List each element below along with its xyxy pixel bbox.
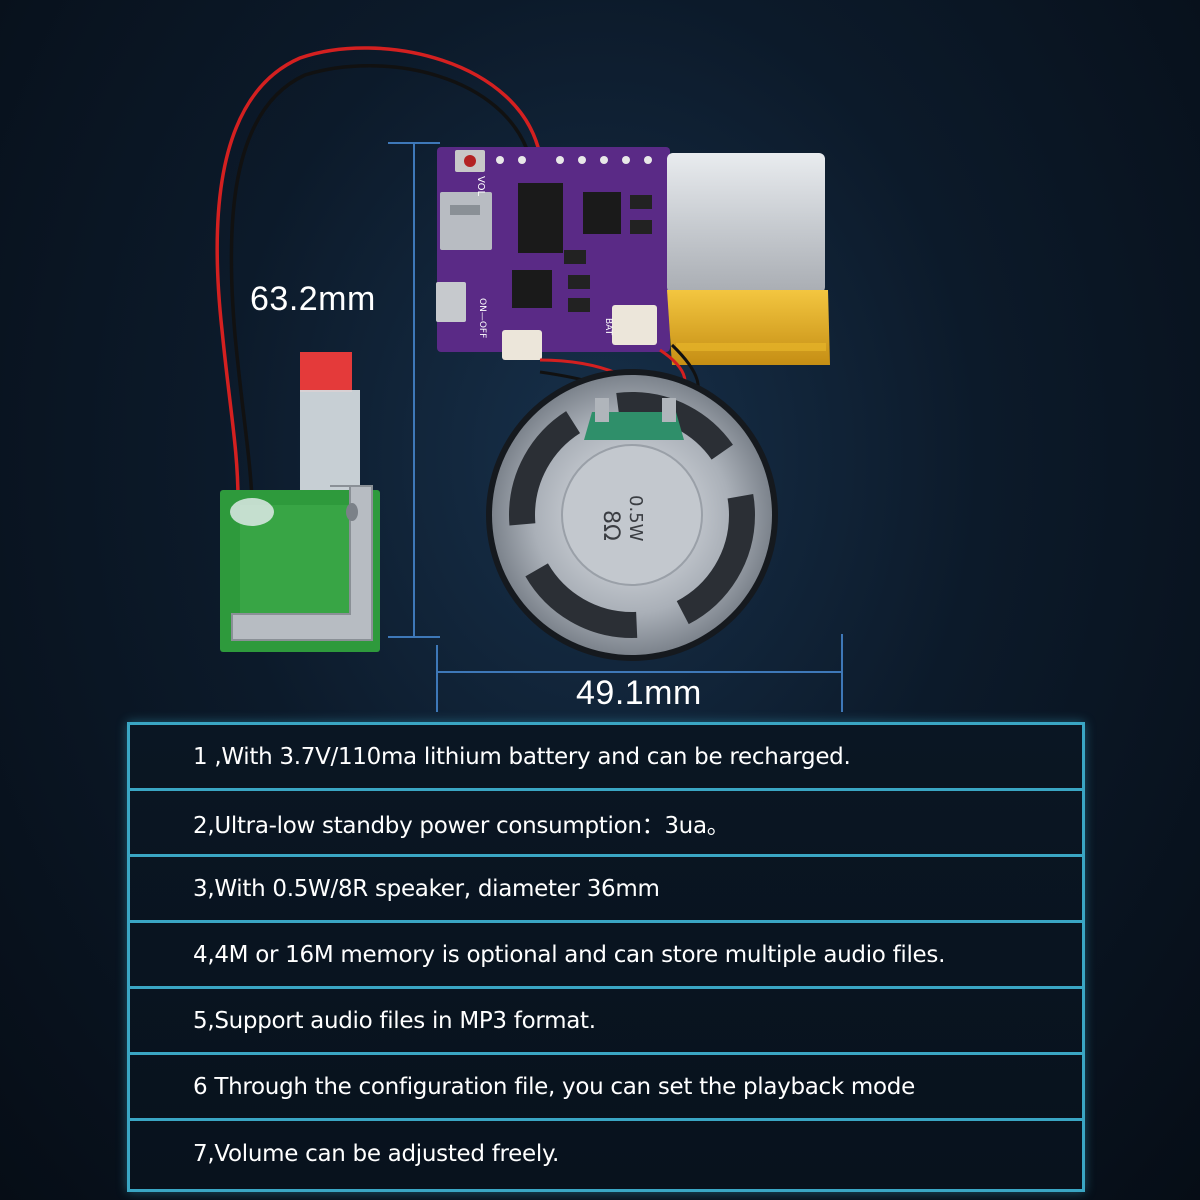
- pcb-label-bat: BAT: [603, 318, 613, 336]
- pcb-label-vol: VOL: [475, 176, 486, 197]
- feature-text: 7,Volume can be adjusted freely.: [193, 1141, 559, 1167]
- sensor-wires: [215, 46, 542, 501]
- speaker: 8Ω 0.5W: [486, 369, 778, 661]
- feature-text: 4,4M or 16M memory is optional and can s…: [193, 941, 946, 968]
- product-illustration: VOL BAT ON—OFF 8Ω 0.5W: [215, 46, 843, 712]
- feature-text: 5,Support audio files in MP3 format.: [193, 1007, 596, 1034]
- feature-row: 1 ,With 3.7V/110ma lithium battery and c…: [130, 725, 1082, 791]
- feature-row: 5,Support audio files in MP3 format.: [130, 989, 1082, 1055]
- feature-text: 3,With 0.5W/8R speaker, diameter 36mm: [193, 875, 660, 902]
- light-sensor-module: [220, 352, 380, 652]
- height-dimension-label: 63.2mm: [250, 280, 376, 318]
- feature-text: 6 Through the configuration file, you ca…: [193, 1073, 915, 1100]
- feature-text: 2,Ultra-low standby power consumption：3u…: [193, 812, 730, 839]
- lithium-battery: [667, 153, 830, 365]
- width-dimension-line: [436, 634, 843, 712]
- height-dimension-line: [388, 142, 440, 638]
- speaker-watt-label: 0.5W: [625, 495, 646, 542]
- feature-row: 3,With 0.5W/8R speaker, diameter 36mm: [130, 857, 1082, 923]
- feature-row: 4,4M or 16M memory is optional and can s…: [130, 923, 1082, 989]
- feature-row: 6 Through the configuration file, you ca…: [130, 1055, 1082, 1121]
- feature-row: 2,Ultra-low standby power consumption：3u…: [130, 791, 1082, 857]
- product-photo: VOL BAT ON—OFF 8Ω 0.5W: [215, 46, 843, 712]
- pcb-label-on-off: ON—OFF: [477, 298, 487, 338]
- speaker-ohm-label: 8Ω: [598, 510, 623, 541]
- feature-text: 1 ,With 3.7V/110ma lithium battery and c…: [193, 743, 851, 770]
- feature-list: 1 ,With 3.7V/110ma lithium battery and c…: [127, 722, 1085, 1192]
- width-dimension-label: 49.1mm: [576, 674, 702, 712]
- purple-pcb-board: VOL BAT ON—OFF: [436, 147, 670, 360]
- feature-row: 7,Volume can be adjusted freely.: [130, 1121, 1082, 1187]
